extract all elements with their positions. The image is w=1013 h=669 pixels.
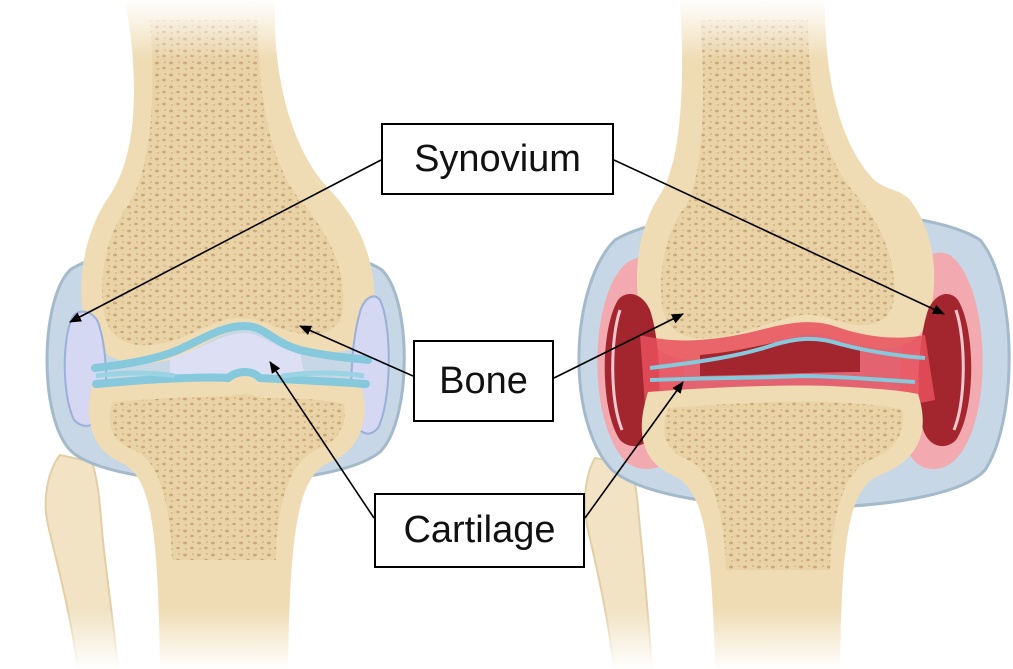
top-fade xyxy=(0,0,1013,60)
healthy-knee xyxy=(46,0,405,669)
synovium-label: Synovium xyxy=(381,123,614,195)
cartilage-label: Cartilage xyxy=(374,493,585,568)
bottom-fade xyxy=(0,609,1013,669)
bone-label: Bone xyxy=(413,340,554,422)
